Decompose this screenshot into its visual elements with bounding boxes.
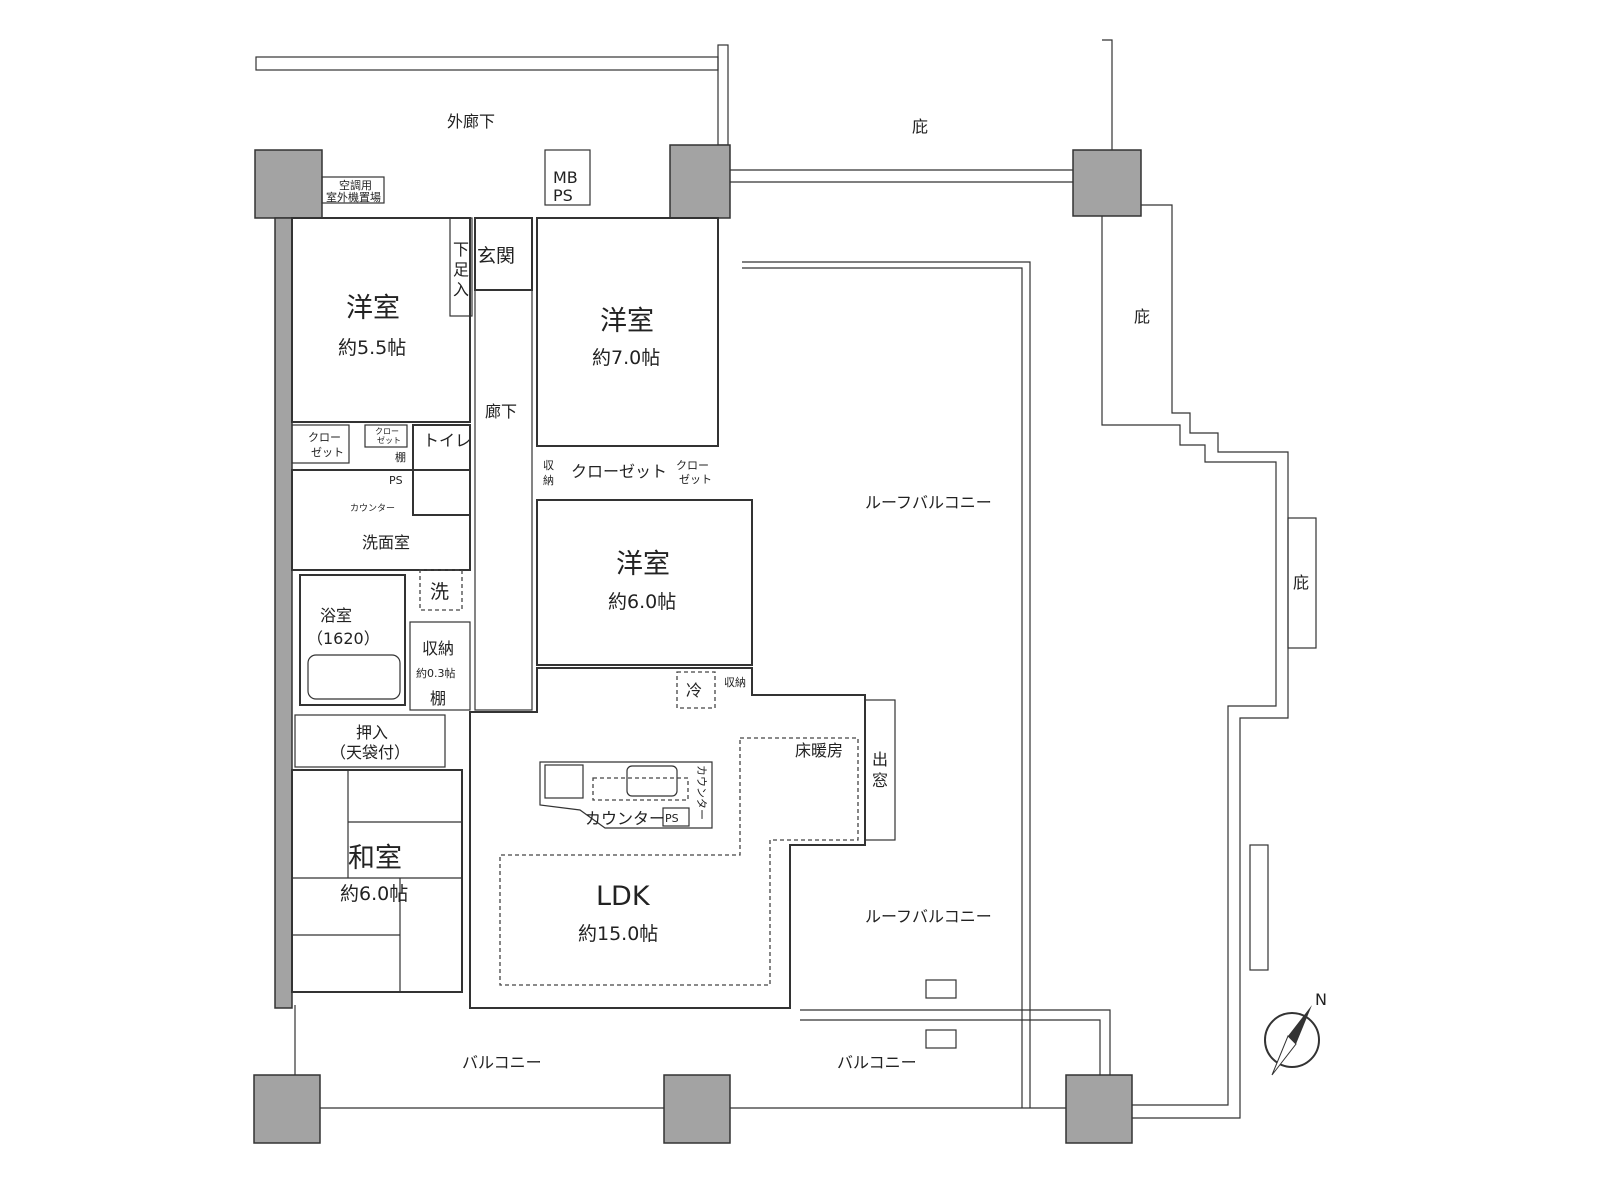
label-counter-vertical: カウンター: [695, 765, 708, 820]
label-closet-1a: クロー: [308, 431, 341, 444]
label-washer: 洗: [430, 581, 449, 603]
label-balcony-1: バルコニー: [462, 1053, 542, 1072]
washer-space: [419, 569, 463, 611]
room-western-5.5: [291, 217, 471, 423]
label-oshiire: 押入: [356, 723, 388, 742]
label-bay-window-2: 窓: [872, 771, 888, 790]
room-size-western1: 約5.5帖: [338, 337, 406, 359]
label-kitchen-ps: PS: [665, 812, 679, 825]
label-ldk-storage: 収納: [724, 676, 746, 689]
label-ac-unit-1: 空調用: [339, 178, 372, 192]
label-bay-window-1: 出: [872, 750, 888, 769]
shoe-storage: [449, 217, 473, 317]
label-counter-washroom: カウンター: [350, 503, 395, 514]
kitchen-counter: [539, 761, 713, 829]
room-size-western3: 約6.0帖: [608, 591, 676, 613]
label-shoe-3: 入: [453, 280, 469, 299]
label-storage-shelf: 棚: [430, 689, 446, 708]
bathtub: [307, 654, 401, 700]
storage-0.3: [409, 621, 471, 711]
roof-balcony-outline: [294, 39, 1317, 1119]
fridge-space: [676, 671, 716, 709]
bay-window: [864, 699, 896, 841]
label-ac-unit-2: 室外機置場: [326, 190, 381, 204]
label-fridge: 冷: [686, 681, 702, 700]
label-compass-north: N: [1315, 990, 1327, 1009]
label-shoe-1: 下: [453, 240, 469, 259]
room-name-western1: 洋室: [346, 293, 400, 324]
mb-ps: [544, 149, 591, 206]
label-closet-small-a: クロー: [375, 427, 399, 436]
label-storage-size: 約0.3帖: [416, 666, 456, 680]
label-ps-washroom: PS: [389, 474, 403, 487]
room-ldk: [469, 667, 866, 1009]
room-name-western3: 洋室: [616, 549, 670, 580]
label-eaves-far-right: 庇: [1293, 573, 1309, 592]
label-storage-small-1: 収: [543, 459, 554, 472]
washroom: [291, 469, 471, 571]
room-japanese: [291, 769, 463, 993]
label-closet-right-b: ゼット: [679, 473, 712, 486]
label-hallway: 廊下: [485, 402, 517, 421]
label-bathroom-size: （1620）: [307, 629, 380, 648]
room-size-ldk: 約15.0帖: [578, 923, 658, 945]
label-roof-balcony-1: ルーフバルコニー: [865, 493, 992, 512]
label-storage-small-2: 納: [543, 474, 554, 487]
label-entrance: 玄関: [477, 245, 515, 267]
label-closet-right-a: クロー: [676, 459, 709, 472]
bathroom: [299, 574, 406, 706]
label-storage: 収納: [422, 639, 454, 658]
label-outer-corridor: 外廊下: [447, 112, 495, 131]
room-name-western2: 洋室: [600, 306, 654, 337]
label-mb: MB: [553, 168, 578, 187]
label-bathroom: 浴室: [320, 606, 352, 625]
oshiire: [294, 714, 446, 768]
label-eaves-right: 庇: [1134, 307, 1150, 326]
label-balcony-2: バルコニー: [837, 1053, 917, 1072]
label-ps: PS: [553, 186, 573, 205]
compass-icon: [1264, 1005, 1320, 1076]
label-closet-1b: ゼット: [311, 446, 344, 459]
label-closet-wide: クローゼット: [571, 462, 667, 481]
floor-heating-area: [499, 737, 859, 986]
label-closet-small-b: ゼット: [377, 435, 401, 445]
label-kitchen-counter: カウンター: [585, 809, 665, 828]
label-oshiire-note: （天袋付）: [330, 743, 410, 762]
room-western-6.0: [536, 499, 753, 666]
label-toilet: トイレ: [423, 431, 471, 450]
closet-small: [364, 424, 408, 448]
label-roof-balcony-2: ルーフバルコニー: [865, 907, 992, 926]
entrance: [474, 217, 533, 291]
label-floor-heating: 床暖房: [795, 741, 843, 760]
room-size-japanese: 約6.0帖: [340, 883, 408, 905]
room-name-japanese: 和室: [348, 843, 402, 874]
hallway: [474, 289, 533, 711]
label-eaves-top: 庇: [912, 117, 928, 136]
label-shoe-2: 足: [453, 260, 469, 279]
label-shelf: 棚: [395, 450, 406, 464]
ac-unit-area: [321, 176, 385, 204]
room-size-western2: 約7.0帖: [592, 347, 660, 369]
room-name-ldk: LDK: [596, 881, 651, 912]
closet-row: [291, 424, 350, 464]
room-western-7.0: [536, 217, 719, 447]
label-washroom: 洗面室: [362, 533, 410, 552]
